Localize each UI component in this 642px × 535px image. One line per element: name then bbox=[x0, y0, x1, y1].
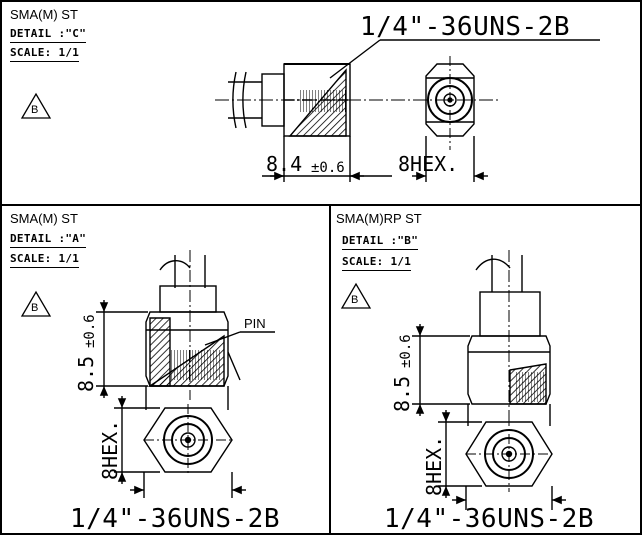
revision-triangle-left bbox=[20, 290, 52, 317]
left-revision-letter: B bbox=[31, 302, 39, 314]
top-side-view bbox=[215, 39, 600, 182]
left-detail: DETAIL :"A" bbox=[10, 232, 87, 248]
right-dim-length: 8.5 bbox=[390, 375, 414, 412]
left-dim-hex: 8HEX. bbox=[98, 419, 122, 480]
top-front-view bbox=[412, 56, 488, 182]
left-front-view bbox=[114, 386, 246, 498]
top-dim-length: 8.4 bbox=[266, 152, 303, 176]
left-scale: SCALE: 1/1 bbox=[10, 252, 80, 268]
right-title: SMA(M)RP ST bbox=[336, 211, 422, 226]
right-dim-hex: 8HEX. bbox=[422, 435, 446, 496]
left-pin-label: PIN bbox=[244, 316, 266, 331]
left-dim-length: 8.5 bbox=[74, 355, 98, 392]
right-detail: DETAIL :"B" bbox=[342, 234, 419, 250]
top-revision-letter: B bbox=[31, 104, 39, 116]
right-dim-tolerance: ±0.6 bbox=[398, 334, 414, 368]
top-detail: DETAIL :"C" bbox=[10, 27, 87, 43]
top-dim-tolerance: ±0.6 bbox=[311, 160, 345, 176]
top-dim-hex: 8HEX. bbox=[398, 152, 459, 176]
left-title: SMA(M) ST bbox=[10, 211, 78, 226]
revision-marks bbox=[20, 92, 372, 317]
top-title: SMA(M) ST bbox=[10, 7, 78, 22]
right-front-view bbox=[438, 404, 566, 510]
top-thread-spec: 1/4"-36UNS-2B bbox=[360, 12, 570, 42]
right-revision-letter: B bbox=[351, 294, 359, 306]
right-thread-spec: 1/4"-36UNS-2B bbox=[384, 504, 594, 534]
revision-triangle-top bbox=[20, 92, 52, 119]
right-scale: SCALE: 1/1 bbox=[342, 255, 412, 271]
left-side-view bbox=[96, 250, 275, 400]
revision-triangle-right bbox=[340, 282, 372, 309]
top-scale: SCALE: 1/1 bbox=[10, 46, 80, 62]
left-dim-tolerance: ±0.6 bbox=[82, 314, 98, 348]
right-side-view bbox=[412, 250, 551, 420]
left-thread-spec: 1/4"-36UNS-2B bbox=[70, 504, 280, 534]
